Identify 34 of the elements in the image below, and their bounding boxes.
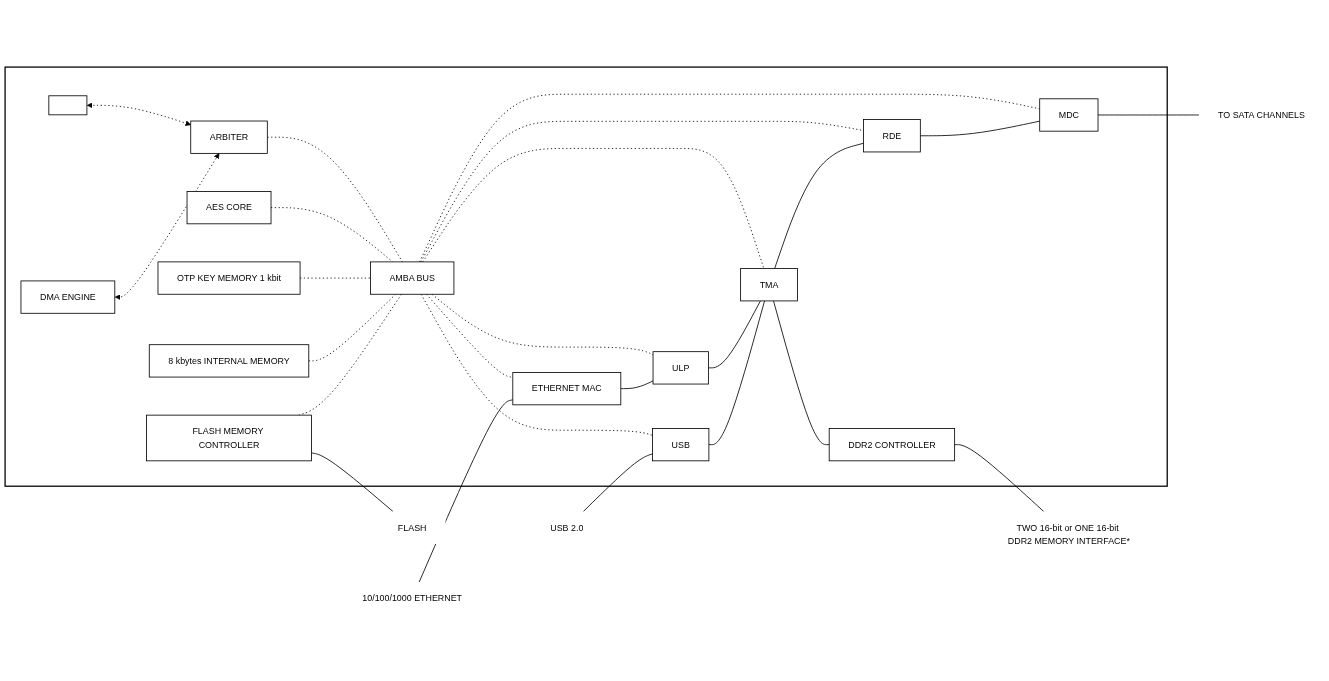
node-box bbox=[48, 95, 88, 115]
connector bbox=[954, 444, 1045, 512]
node-box: MDC bbox=[1039, 98, 1099, 132]
node-text: TWO 16-bit or ONE 16-bit DDR2 MEMORY INTERFACE* bbox=[1007, 522, 1130, 546]
cluster bbox=[4, 66, 1168, 487]
node-text: 10/100/1000 ETHERNET bbox=[362, 592, 463, 603]
connector bbox=[774, 142, 864, 269]
node-box: RDE bbox=[863, 118, 921, 153]
node-box: USB bbox=[652, 427, 710, 461]
connector bbox=[919, 120, 1041, 136]
connector bbox=[620, 380, 654, 389]
connector bbox=[582, 453, 653, 512]
connector bbox=[708, 300, 765, 445]
node-box: AES CORE bbox=[186, 190, 272, 224]
connector bbox=[311, 452, 394, 512]
connector bbox=[708, 300, 761, 369]
node-box: ETHERNET MAC bbox=[512, 371, 622, 405]
connector bbox=[773, 300, 830, 445]
connector bbox=[418, 399, 514, 583]
node-box: DMA ENGINE bbox=[20, 280, 116, 314]
node-box: DDR2 CONTROLLER bbox=[828, 427, 956, 461]
node-box: TMA bbox=[740, 267, 798, 302]
connector bbox=[308, 293, 396, 362]
connector bbox=[1097, 114, 1200, 116]
node-text: USB 2.0 bbox=[550, 522, 584, 533]
node-box: FLASH MEMORY CONTROLLER bbox=[146, 414, 312, 461]
node-text: TO SATA CHANNELS bbox=[1217, 109, 1305, 120]
connector bbox=[420, 293, 653, 436]
node-box: ARBITER bbox=[190, 120, 268, 154]
connector bbox=[422, 147, 765, 269]
node-box: OTP KEY MEMORY 1 kbit bbox=[157, 261, 301, 295]
node-box: AMBA BUS bbox=[370, 261, 455, 295]
node-box: ULP bbox=[652, 351, 709, 385]
node-box: 8 kbytes INTERNAL MEMORY bbox=[148, 344, 310, 378]
